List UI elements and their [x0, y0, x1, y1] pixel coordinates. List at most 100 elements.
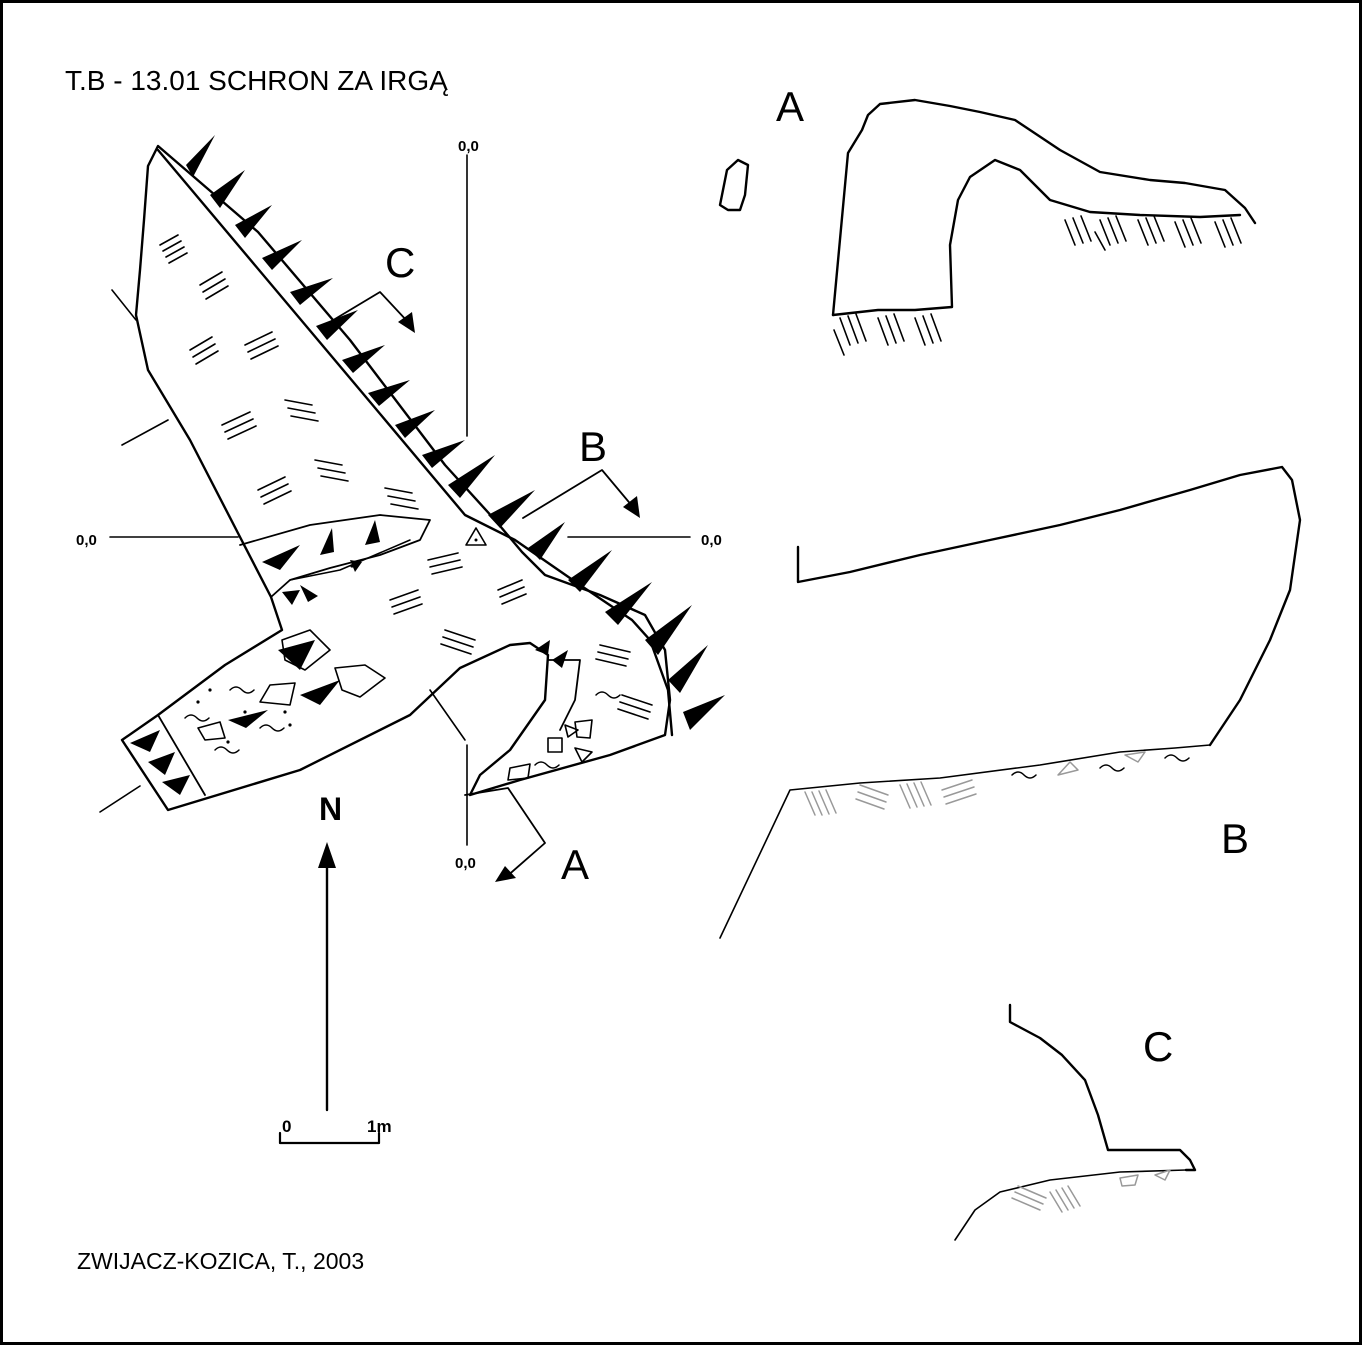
section-b-arrowhead: [623, 496, 640, 518]
black-triangle-icon: [368, 380, 410, 406]
polygon-outline-icon: [564, 724, 579, 738]
scale-one-label: 1m: [367, 1117, 392, 1136]
triangle-dot-icon: [465, 527, 487, 546]
black-triangle-icon: [130, 730, 160, 752]
section-a-outline: [831, 98, 1257, 317]
section-b-line: [522, 469, 634, 519]
section-c-line: [324, 291, 409, 326]
black-triangle-icon: [316, 310, 358, 340]
hatched-square-icon: [257, 476, 292, 505]
rock-debris-symbols: [1011, 1169, 1171, 1213]
hatched-square-icon: [617, 694, 653, 720]
rock-debris-symbols: [833, 215, 1242, 356]
black-triangle-icon: [645, 605, 692, 655]
rock-debris-symbols: [804, 751, 1146, 816]
plan-extension-lines: [99, 289, 466, 813]
polygon-outline-icon: [259, 682, 296, 706]
author-credit: ZWIJACZ-KOZICA, T., 2003: [77, 1248, 365, 1274]
black-triangle-icon: [535, 640, 550, 655]
section-a-profile: [718, 98, 1257, 356]
black-triangle-icon: [210, 170, 245, 208]
plan-recess-west: [239, 514, 431, 598]
north-label: N: [319, 791, 343, 827]
black-triangle-icon: [668, 645, 708, 693]
section-c-outline: [1008, 1003, 1197, 1172]
black-triangle-icon: [148, 752, 175, 775]
wavy-line-icon: [534, 761, 560, 769]
black-triangle-icon: [282, 590, 300, 605]
black-triangle-icon: [605, 582, 652, 625]
hatched-square-icon: [384, 487, 419, 510]
page-title: T.B - 13.01 SCHRON ZA IRGĄ: [65, 65, 448, 96]
black-triangle-icon: [278, 640, 315, 670]
hatched-square-icon: [159, 234, 188, 264]
polygon-outline-icon: [547, 737, 563, 753]
plan-end-wall: [157, 714, 206, 796]
section-b-profile: [719, 465, 1302, 939]
section-a-profile-label: A: [776, 83, 805, 130]
section-a-line: [464, 787, 546, 879]
wavy-line-icon: [184, 714, 210, 722]
section-a-plan-label: A: [561, 841, 590, 888]
hatched-square-icon: [221, 411, 257, 440]
section-lines: [324, 291, 640, 882]
black-triangle-icon: [262, 545, 300, 570]
black-triangle-icon: [568, 550, 612, 592]
scale-bar: [278, 1131, 381, 1145]
hatched-square-icon: [244, 331, 279, 360]
wavy-line-icon: [229, 686, 255, 694]
black-triangle-icon: [300, 680, 340, 705]
section-c-profile-label: C: [1143, 1023, 1174, 1070]
black-triangle-icon: [290, 278, 333, 305]
polygon-outline-icon: [197, 721, 226, 741]
polygon-outline-icon: [507, 763, 531, 781]
plan-hook: [547, 659, 581, 731]
gravel-dots: [196, 564, 354, 744]
hatched-square-icon: [199, 271, 229, 300]
section-b-floor: [719, 744, 1211, 939]
wavy-line-icon: [259, 724, 285, 732]
section-b-plan-label: B: [579, 423, 608, 470]
datum-label-west: 0,0: [76, 532, 97, 549]
black-triangle-icon: [162, 775, 190, 795]
section-c-arrowhead: [398, 312, 415, 333]
section-c-floor: [954, 1169, 1187, 1241]
hatched-square-icon: [497, 579, 527, 605]
rock-debris-symbols: [159, 234, 653, 720]
black-triangle-icon: [300, 585, 318, 602]
black-triangle-icon: [552, 650, 568, 668]
plan-recess-west-inner: [289, 539, 411, 581]
section-b-outline: [796, 465, 1302, 747]
wavy-line-icon: [214, 746, 240, 754]
black-triangle-icon: [528, 522, 565, 560]
polygon-outline-icon: [281, 629, 331, 671]
section-c-plan-label: C: [385, 239, 416, 286]
north-arrow: [318, 842, 336, 1112]
section-a-island: [718, 158, 750, 212]
datum-label-south: 0,0: [455, 855, 476, 872]
arrow-up-icon: [318, 842, 336, 868]
section-a-inner: [831, 158, 1242, 317]
clay-symbols: [184, 686, 621, 769]
polygon-outline-icon: [334, 664, 386, 698]
black-triangle-icon: [350, 560, 362, 572]
boulder-symbols: [197, 629, 593, 781]
black-triangle-icon: [186, 135, 215, 177]
black-triangle-icon: [342, 345, 385, 373]
section-c-profile: [954, 1003, 1197, 1241]
hatched-square-icon: [284, 399, 319, 422]
hatched-square-icon: [189, 336, 219, 365]
hatched-square-icon: [440, 629, 476, 655]
black-triangle-icon: [395, 410, 435, 438]
hatched-square-icon: [595, 644, 631, 667]
black-triangle-icon: [422, 440, 465, 468]
black-triangle-icon: [683, 695, 725, 730]
black-triangle-icon: [448, 455, 495, 498]
wavy-line-icon: [595, 691, 621, 699]
wall-triangle-symbols: [130, 135, 725, 795]
black-triangle-icon: [320, 528, 334, 555]
section-b-profile-label: B: [1221, 815, 1250, 862]
black-triangle-icon: [235, 205, 272, 238]
black-triangle-icon: [228, 710, 268, 728]
